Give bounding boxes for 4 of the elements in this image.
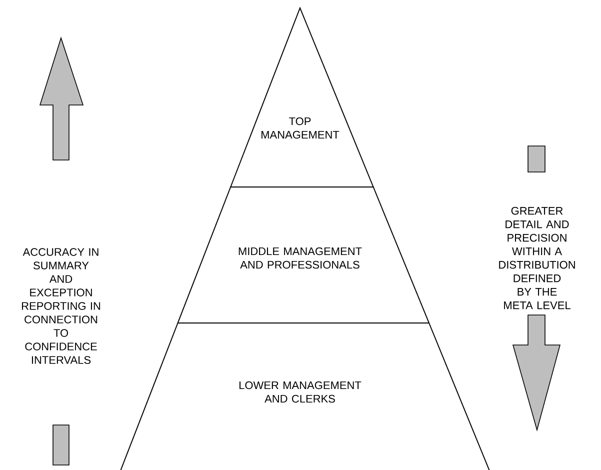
arrow-label: ACCURACY IN SUMMARY AND EXCEPTION REPORTING IN CONNECTION TO CONFIDENCE INTERVALS xyxy=(22,248,100,364)
pyramid-level: LOWER MANAGEMENT AND CLERKS xyxy=(120,322,490,470)
arrow-label: GREATER DETAIL AND PRECISION WITHIN A DISTRIBUTION DEFINED BY THE META LEVEL xyxy=(499,206,575,310)
pyramid-level: MIDDLE MANAGEMENT AND PROFESSIONALS xyxy=(177,186,430,324)
